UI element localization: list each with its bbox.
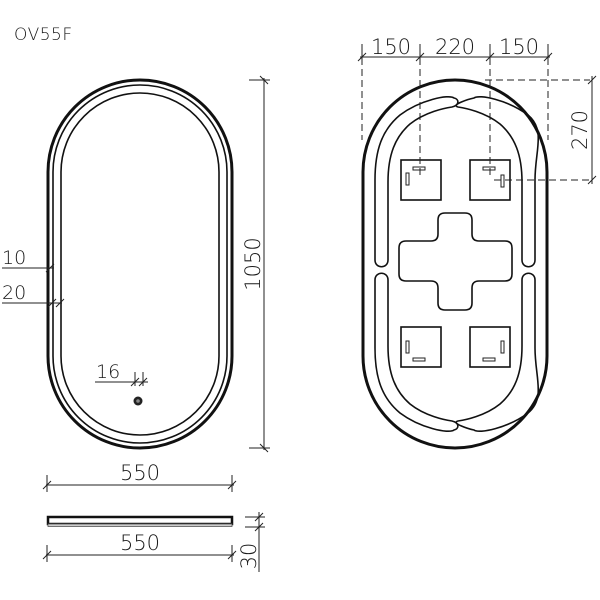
bracket-hole (500, 174, 505, 188)
dim-right-offset-label: 150 (499, 35, 539, 59)
back-outline (361, 78, 549, 450)
front-view: 1050 10 20 16 550 (2, 75, 270, 492)
bracket-hole (412, 166, 426, 171)
slot-top-right (455, 96, 540, 268)
bracket-hole (405, 172, 410, 186)
touch-sensor-center (136, 399, 140, 403)
tick (227, 480, 237, 490)
bracket-hole (482, 357, 496, 362)
bracket-hole (482, 166, 496, 171)
tick (254, 522, 264, 532)
tick (130, 377, 140, 387)
side-view: 550 30 (42, 512, 265, 572)
tick (42, 550, 52, 560)
mirror-frame-line (52, 84, 228, 444)
slot-bottom-left (374, 272, 459, 432)
bracket-bottom-left (400, 326, 442, 368)
dim-frame-inner-label: 20 (2, 282, 26, 304)
slot-bottom-right (455, 272, 540, 432)
bracket-hole (500, 340, 505, 354)
bracket-hole (412, 357, 426, 362)
dim-center-spacing-label: 220 (435, 35, 475, 59)
tick (42, 480, 52, 490)
model-title: OV55F (14, 25, 73, 45)
tick (415, 52, 425, 62)
tick (259, 75, 269, 85)
back-view: 150 220 150 270 (357, 35, 597, 450)
bracket-frame (469, 326, 511, 368)
dim-top-offset-label: 270 (568, 110, 592, 150)
tick (45, 263, 55, 273)
tick (543, 52, 553, 62)
slot-top-left (374, 96, 459, 268)
cross-cutout (398, 212, 513, 311)
tick (138, 377, 148, 387)
dim-side-width-label: 550 (120, 531, 160, 555)
mirror-outer-edge (46, 78, 234, 450)
side-profile-back (47, 523, 233, 527)
bracket-hole (405, 340, 410, 354)
tick (357, 52, 367, 62)
dim-depth-label: 30 (237, 543, 261, 570)
side-profile (46, 515, 234, 526)
tick (254, 512, 264, 522)
bracket-top-right (469, 159, 511, 201)
tick (259, 443, 269, 453)
dim-frame-outer-label: 10 (2, 247, 26, 269)
tick (587, 175, 597, 185)
dim-width-label: 550 (120, 461, 160, 485)
dim-height-label: 1050 (241, 237, 265, 290)
bracket-frame (400, 159, 442, 201)
bracket-top-left (400, 159, 442, 201)
bracket-frame (400, 326, 442, 368)
tick (227, 550, 237, 560)
tick (587, 75, 597, 85)
dim-left-offset-label: 150 (371, 35, 411, 59)
dim-sensor-label: 16 (96, 361, 120, 383)
tick (485, 52, 495, 62)
tick (47, 298, 57, 308)
bracket-bottom-right (469, 326, 511, 368)
tick (55, 298, 65, 308)
mirror-glass-edge (60, 92, 220, 436)
